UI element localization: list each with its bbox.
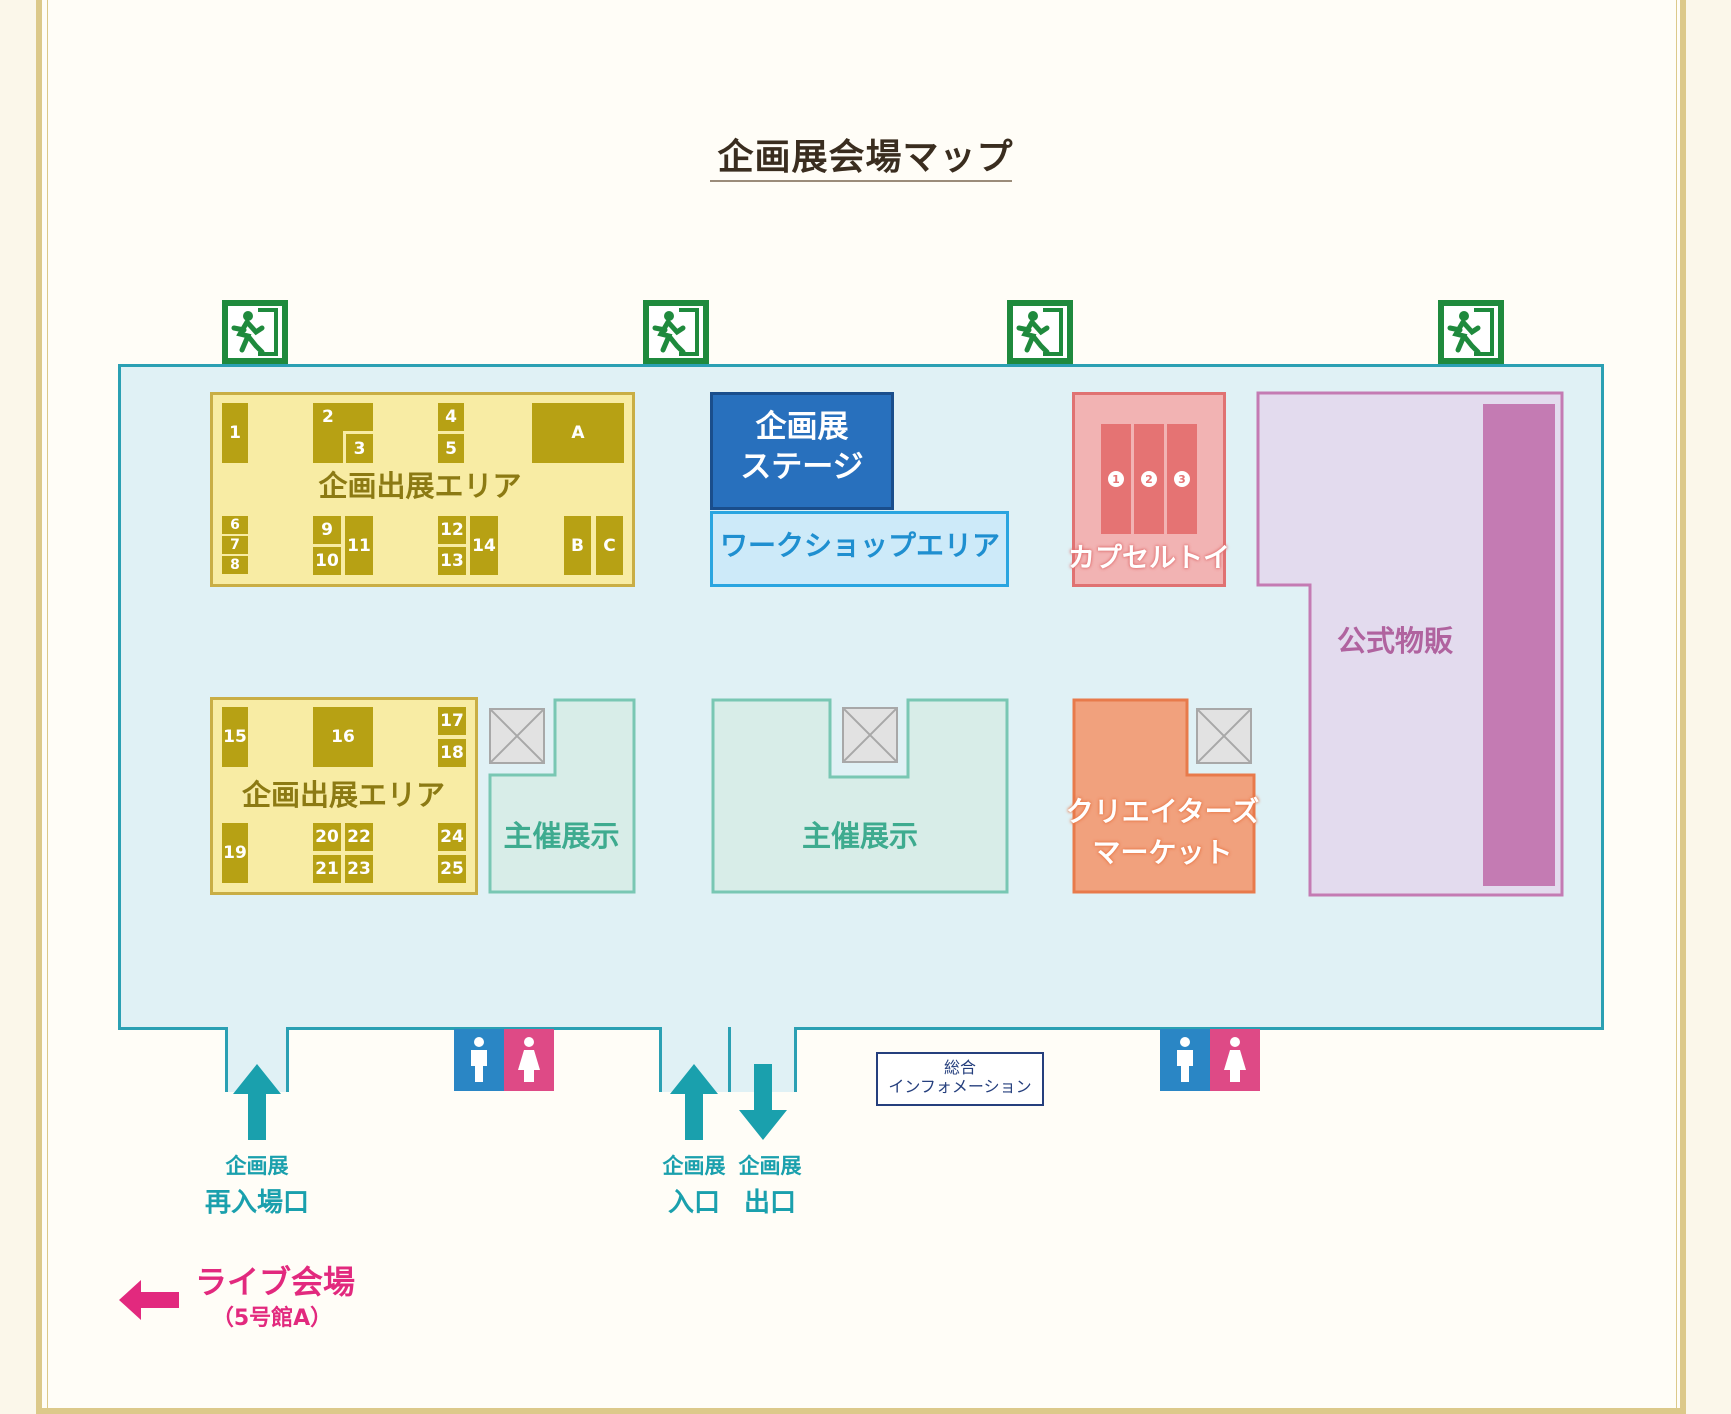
event-stage[interactable] [710, 392, 894, 510]
host-exhibit-left-area[interactable] [487, 697, 637, 895]
booth-22[interactable]: 22 [345, 823, 373, 851]
entrance-arrow-icon [670, 1064, 718, 1140]
booth-2 [313, 431, 343, 463]
doorway-wall [659, 1027, 662, 1092]
creators-market-area[interactable] [1071, 697, 1257, 895]
booth-8[interactable]: 8 [222, 556, 248, 574]
doorway-wall [286, 1027, 289, 1092]
pillar-icon [842, 707, 898, 763]
emergency-exit-icon [1438, 300, 1504, 364]
womens-restroom-icon [1210, 1029, 1260, 1091]
entrance-label-big: 入口 [667, 1188, 720, 1218]
workshop-area[interactable] [710, 511, 1009, 587]
emergency-exit-icon [643, 300, 709, 364]
entrance-label-small: 企画展 [662, 1154, 726, 1178]
capsule-toy-label: カプセルトイ [1068, 543, 1230, 574]
booth-2[interactable]: 2 [313, 403, 373, 431]
booth-13[interactable]: 13 [438, 547, 466, 575]
title-underline [710, 180, 1012, 182]
pillar-icon [489, 708, 545, 764]
official-goods-label: 公式物販 [1336, 624, 1453, 658]
booth-16[interactable]: 16 [313, 707, 373, 767]
booth-10[interactable]: 10 [313, 547, 341, 575]
emergency-exit-icon [1007, 300, 1073, 364]
creators-market-label-line1: クリエイターズ [1065, 795, 1260, 828]
booth-7[interactable]: 7 [222, 536, 248, 554]
live-venue-arrow-icon[interactable] [119, 1280, 179, 1320]
mens-restroom-icon [454, 1029, 504, 1091]
doorway-wall [225, 1027, 228, 1092]
mens-restroom-icon [1160, 1029, 1210, 1091]
reentry-label-big: 再入場口 [204, 1188, 309, 1218]
live-venue-label[interactable]: ライブ会場 [194, 1263, 355, 1301]
host-exhibit-center-label: 主催展示 [801, 819, 918, 853]
entrance-label: 企画展 入口 [650, 1150, 738, 1219]
doorway-wall [794, 1027, 797, 1092]
capsule-number-2: 2 [1141, 471, 1157, 487]
reentry-label-small: 企画展 [225, 1154, 289, 1178]
emergency-exit-icon [222, 300, 288, 364]
creators-market-label-line2: マーケット [1092, 836, 1233, 869]
booth-23[interactable]: 23 [345, 855, 373, 883]
booth-3[interactable]: 3 [346, 434, 373, 463]
booth-20[interactable]: 20 [313, 823, 341, 851]
exit-label-small: 企画展 [738, 1154, 802, 1178]
pillar-icon [1196, 708, 1252, 764]
exit-arrow-icon [739, 1064, 787, 1140]
doorway-wall [728, 1027, 731, 1092]
booth-15[interactable]: 15 [222, 707, 248, 767]
womens-restroom-icon [504, 1029, 554, 1091]
booth-25[interactable]: 25 [438, 855, 466, 883]
booth-21[interactable]: 21 [313, 855, 341, 883]
information-desk-line1: 総合 [943, 1058, 976, 1077]
booth-9[interactable]: 9 [313, 516, 341, 544]
stage-label-line1: 企画展 [755, 409, 849, 445]
capsule-number-3: 3 [1174, 471, 1190, 487]
official-goods-area[interactable] [1255, 390, 1567, 898]
stage-label-line2: ステージ [740, 449, 864, 485]
host-exhibit-left-label: 主催展示 [503, 819, 620, 853]
reentry-label: 企画展 再入場口 [186, 1150, 328, 1219]
booth-c[interactable]: C [596, 516, 623, 575]
booth-5[interactable]: 5 [438, 434, 464, 463]
booth-19[interactable]: 19 [222, 823, 248, 883]
reentry-arrow-icon [233, 1064, 281, 1140]
exit-label: 企画展 出口 [726, 1150, 814, 1219]
booth-4[interactable]: 4 [438, 403, 464, 431]
capsule-number-1: 1 [1108, 471, 1124, 487]
page-title: 企画展会場マップ [717, 137, 1014, 178]
workshop-label: ワークショップエリア [719, 529, 1000, 562]
booth-17[interactable]: 17 [438, 707, 466, 735]
booth-14[interactable]: 14 [470, 516, 498, 575]
booth-11[interactable]: 11 [345, 516, 373, 575]
information-desk-line2: インフォメーション [888, 1077, 1032, 1097]
booth-b[interactable]: B [564, 516, 591, 575]
booth-12[interactable]: 12 [438, 516, 466, 544]
live-venue-sublabel: （5号館A） [211, 1306, 333, 1331]
exit-label-big: 出口 [743, 1188, 796, 1218]
booth-a[interactable]: A [532, 403, 624, 463]
information-desk[interactable]: 総合 インフォメーション [876, 1052, 1044, 1106]
booth-18[interactable]: 18 [438, 739, 466, 767]
booth-6[interactable]: 6 [222, 516, 248, 534]
host-exhibit-center-area[interactable] [710, 697, 1010, 895]
exhibit-area-top-label: 企画出展エリア [318, 469, 522, 503]
exhibit-area-bottom-label: 企画出展エリア [241, 778, 445, 812]
booth-24[interactable]: 24 [438, 823, 466, 851]
booth-1[interactable]: 1 [222, 403, 248, 463]
